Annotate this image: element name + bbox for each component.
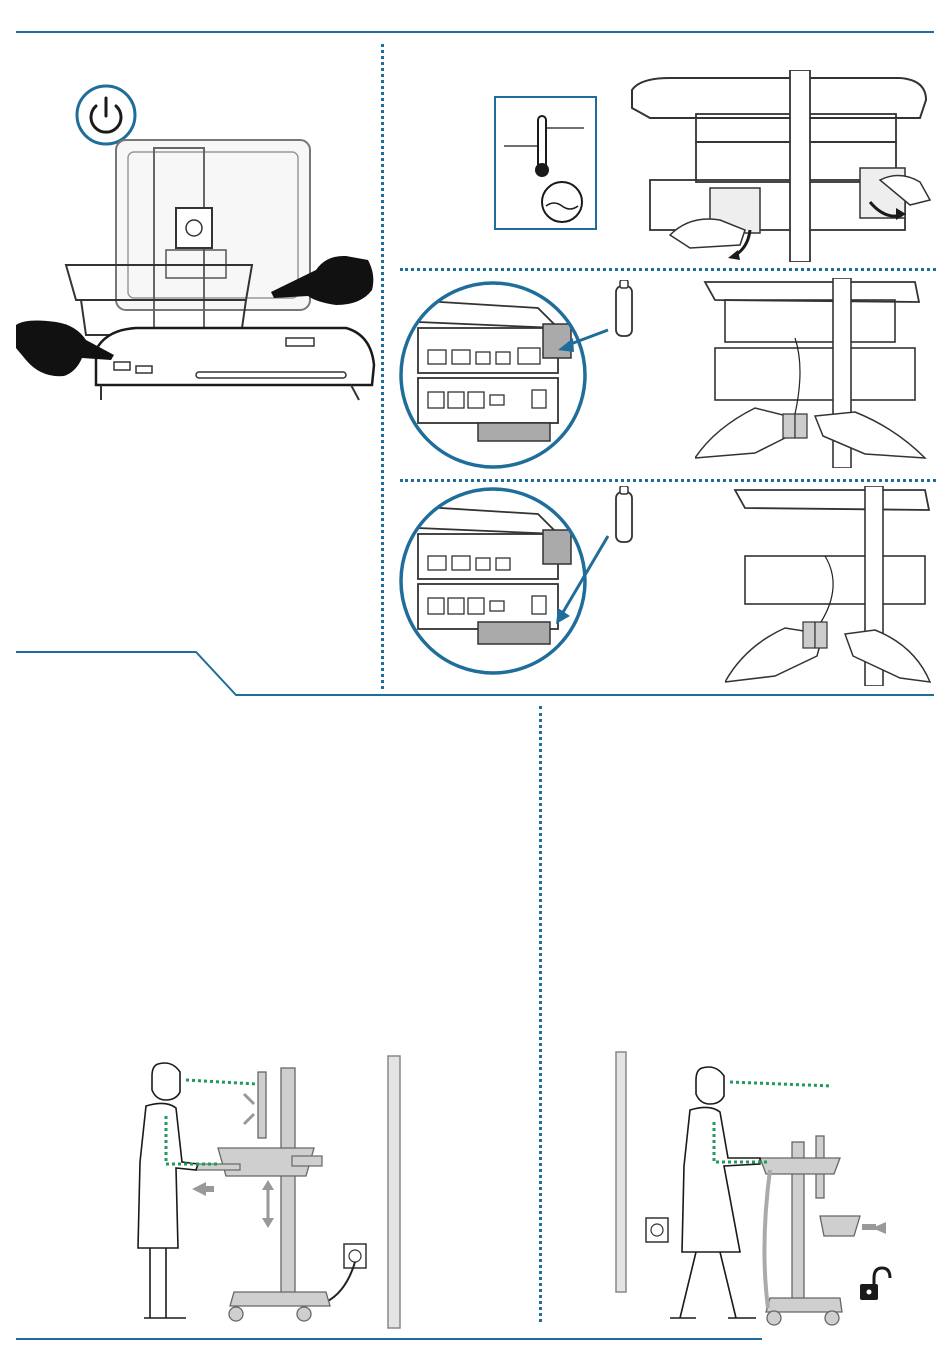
top-vertical-divider: [381, 44, 384, 689]
ergonomic-standing-illustration: [126, 1052, 416, 1330]
battery-icon: [616, 280, 632, 336]
lower-battery-hands: [725, 486, 935, 686]
wall-outlet-icon: [646, 1218, 668, 1242]
top-rule: [16, 31, 934, 33]
upper-battery-hands: [695, 278, 935, 468]
ergonomic-moving-illustration: [610, 1046, 900, 1330]
drawer-removal-illustration: [630, 70, 935, 262]
power-icon: [77, 86, 135, 144]
right-lower-divider: [400, 479, 936, 482]
bottom-vertical-divider: [539, 706, 542, 1322]
battery-icon: [616, 486, 632, 542]
unlock-padlock-icon: [860, 1268, 890, 1300]
upper-battery-zoom: [398, 280, 648, 470]
bottom-rule: [16, 1338, 762, 1340]
power-on-illustration: [16, 60, 381, 405]
storage-conditions-illustration: [494, 96, 598, 232]
right-upper-divider: [400, 268, 936, 271]
lower-battery-zoom: [398, 486, 648, 676]
